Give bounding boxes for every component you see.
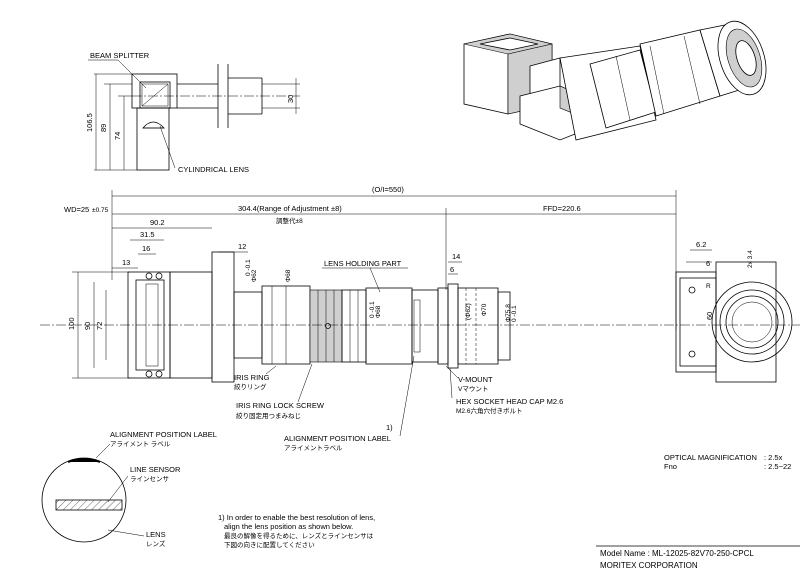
line-sensor-jp-label: ラインセンサ — [130, 475, 169, 483]
company-name: MORITEX CORPORATION — [600, 561, 698, 570]
isometric-view — [463, 20, 767, 141]
optical-magnification-label: OPTICAL MAGNIFICATION — [664, 453, 757, 462]
dim-60: 60 — [705, 312, 714, 320]
dim-phi68-b-tol: 0 -0.1 — [369, 301, 376, 318]
dim-phi62-a: Φ62 — [251, 269, 258, 282]
fno-value: : 2.5~22 — [764, 462, 791, 471]
v-mount-label: V-MOUNT — [458, 375, 493, 384]
dim-6-2: 6.2 — [696, 240, 706, 249]
alignment-position-label-center: ALIGNMENT POSITION LABEL — [284, 434, 391, 443]
dim-13: 13 — [122, 258, 130, 267]
fno-label: Fno — [664, 462, 677, 471]
line-sensor-label: LINE SENSOR — [130, 465, 181, 474]
lens-barrel — [233, 283, 511, 369]
wd-tolerance: ±0.75 — [92, 207, 109, 214]
cylindrical-lens-label: CYLINDRICAL LENS — [178, 165, 249, 174]
dim-6: 6 — [450, 265, 454, 274]
dim-90-2: 90.2 — [150, 218, 165, 227]
dim-100: 100 — [67, 317, 76, 330]
note-line-4: 下図の向きに配置してください — [224, 540, 315, 549]
range-adjustment-label: 304.4(Range of Adjustment ±8) — [238, 204, 342, 213]
wd-label: WD=25 — [64, 205, 89, 214]
dim-6-b: 6 — [706, 259, 710, 268]
beam-splitter-label: BEAM SPLITTER — [90, 51, 150, 60]
alignment-position-label-left: ALIGNMENT POSITION LABEL — [110, 430, 217, 439]
dim-74: 74 — [113, 132, 122, 140]
dim-phi62-b: (Φ62) — [465, 303, 472, 320]
note-line-3: 最良の解像を得るために、レンズとラインセンサは — [224, 531, 374, 540]
range-adjustment-jp-label: 調整代±8 — [276, 216, 303, 225]
alignment-note-number: 1) — [386, 423, 393, 432]
hex-socket-label: HEX SOCKET HEAD CAP M2.6 — [456, 397, 563, 406]
alignment-position-label-left-jp: アライメント ラベル — [110, 440, 171, 448]
ffd-label: FFD=220.6 — [543, 204, 581, 213]
beam-splitter-housing — [127, 251, 235, 383]
dim-12: 12 — [238, 242, 246, 251]
dim-89: 89 — [99, 124, 108, 132]
dim-phi75-8: Φ75.8 — [505, 304, 512, 322]
dim-16: 16 — [142, 244, 150, 253]
model-name: Model Name : ML-12025-82V70-250-CPCL — [600, 549, 754, 558]
dim-phi68-a: Φ68 — [285, 269, 292, 282]
lens-jp-label: レンズ — [146, 539, 166, 548]
alignment-position-label-center-jp: アライメントラベル — [284, 444, 343, 452]
iris-ring-jp-label: 絞りリング — [234, 382, 267, 391]
dim-90: 90 — [83, 322, 92, 330]
dim-72: 72 — [95, 322, 104, 330]
dim-106-5: 106.5 — [85, 113, 94, 132]
dim-31-5: 31.5 — [140, 230, 155, 239]
lens-holding-part-label: LENS HOLDING PART — [324, 259, 402, 268]
dim-r: R — [706, 283, 711, 290]
iris-ring-label: IRIS RING — [234, 373, 270, 382]
iris-ring-lock-screw-label: IRIS RING LOCK SCREW — [236, 401, 325, 410]
dim-14: 14 — [452, 252, 460, 261]
alignment-detail — [41, 443, 145, 543]
hex-socket-jp-label: M2.6六角穴付きボルト — [456, 406, 522, 415]
optical-magnification-value: : 2.5x — [764, 453, 783, 462]
v-mount-jp-label: Vマウント — [458, 385, 488, 393]
note-line-1: 1) In order to enable the best resolutio… — [218, 513, 375, 522]
dim-2x-3-4: 2x 3.4 — [747, 250, 754, 268]
dim-phi75-8-tol: 0 -0.1 — [511, 305, 518, 322]
lens-label: LENS — [146, 530, 166, 539]
dim-phi68-b: Φ68 — [375, 305, 382, 318]
oi-label: (O/I=550) — [372, 185, 404, 194]
mount-end-view — [675, 249, 793, 383]
dim-phi62-a-tol: 0 -0.1 — [245, 259, 252, 276]
beam-splitter-view — [88, 59, 300, 171]
dim-30: 30 — [286, 95, 295, 103]
note-line-2: align the lens position as shown below. — [224, 522, 353, 531]
dim-phi70: Φ70 — [481, 303, 488, 316]
iris-ring-lock-screw-jp-label: 絞り固定用つまみねじ — [236, 411, 301, 420]
